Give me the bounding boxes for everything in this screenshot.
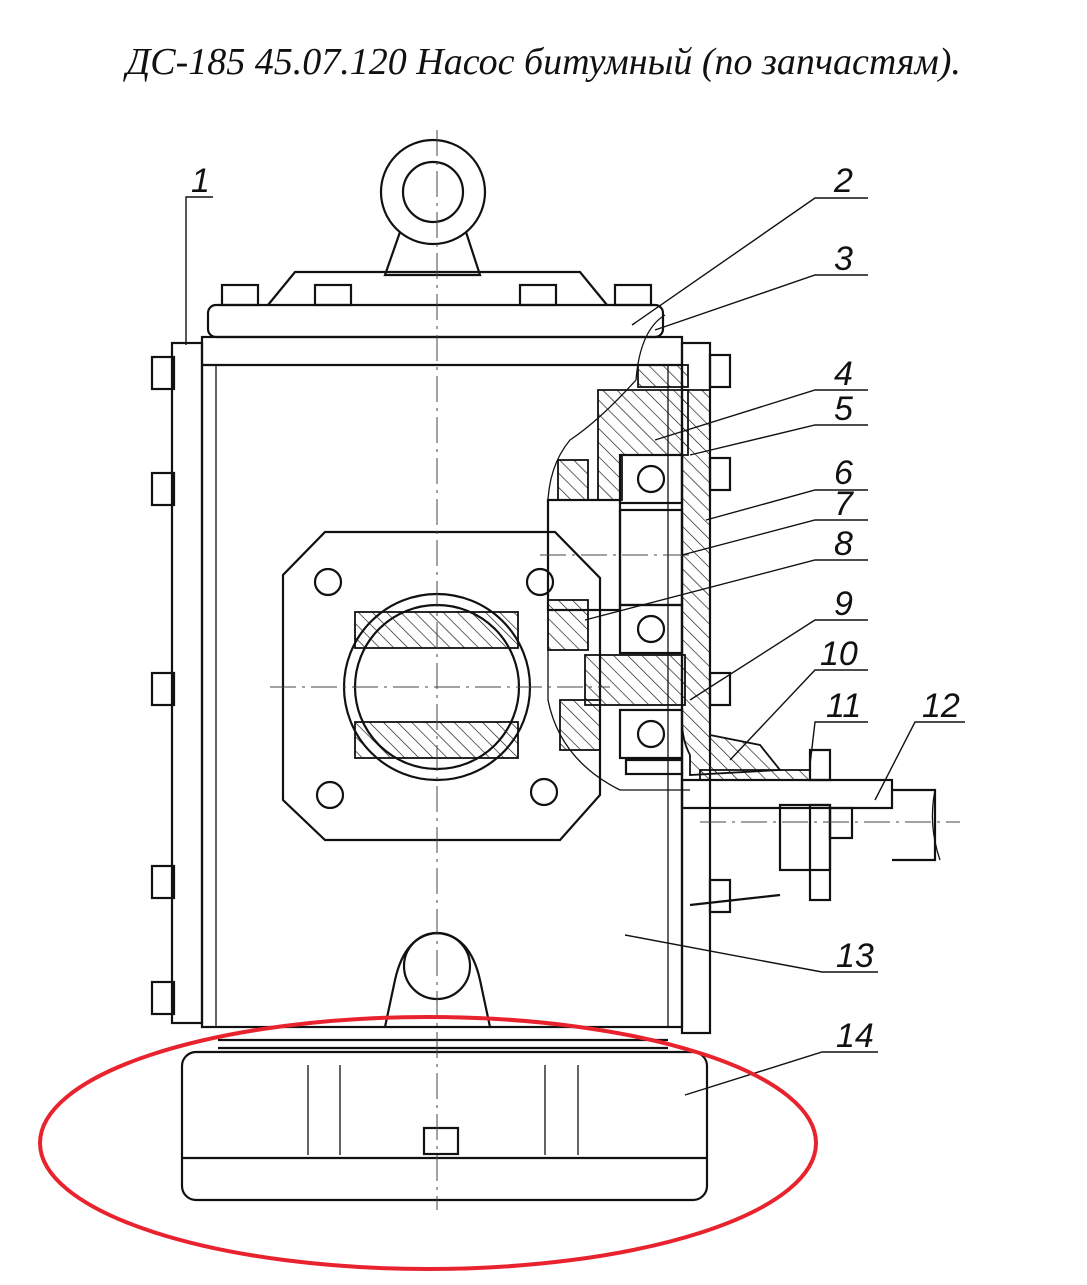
- right-bolts: [708, 353, 732, 914]
- callout-5: 5: [834, 390, 853, 428]
- callout-10: 10: [820, 635, 858, 673]
- callout-numbers: 1 2 3 4 5 6 7 8 9 10 11 12 13 14: [191, 162, 960, 1055]
- center-lines: [270, 130, 960, 1210]
- lifting-eye: [379, 138, 487, 277]
- callout-9: 9: [834, 585, 853, 623]
- callout-6: 6: [834, 454, 853, 492]
- top-cover: [206, 270, 665, 339]
- left-bolts: [150, 355, 176, 1016]
- callout-leaders: [185, 196, 965, 1096]
- callout-4: 4: [834, 355, 853, 393]
- callout-13: 13: [836, 937, 874, 975]
- highlight-ellipse: [38, 1015, 818, 1271]
- base-14: [180, 1038, 709, 1202]
- drive-shaft: [680, 748, 941, 907]
- inlet-flange: [281, 530, 602, 842]
- page-title: ДС-185 45.07.120 Насос битумный (по запч…: [126, 41, 961, 83]
- callout-14: 14: [836, 1017, 874, 1055]
- callout-3: 3: [834, 240, 853, 278]
- cutaway-section: [546, 314, 782, 791]
- callout-1: 1: [191, 162, 210, 200]
- callout-7: 7: [834, 485, 854, 523]
- callout-12: 12: [922, 687, 960, 725]
- callout-8: 8: [834, 525, 853, 563]
- callout-11: 11: [826, 687, 861, 725]
- callout-2: 2: [833, 162, 853, 200]
